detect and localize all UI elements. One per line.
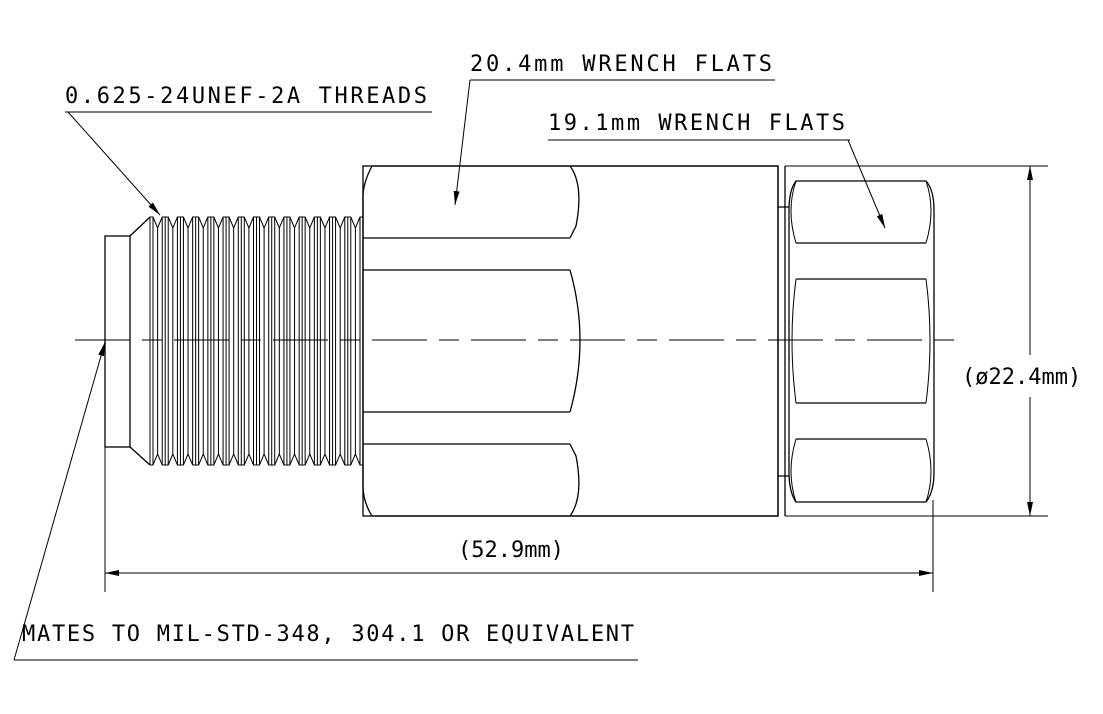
mating-face	[104, 235, 131, 448]
thread-chamfer	[129, 216, 151, 466]
threads	[149, 216, 364, 466]
wrench-flats-small-callout: 19.1mm WRENCH FLATS	[548, 111, 886, 229]
length-label: (52.9mm)	[458, 538, 564, 563]
length-dimension: (52.9mm)	[104, 345, 934, 592]
mates-to-label: MATES TO MIL-STD-348, 304.1 OR EQUIVALEN…	[22, 622, 634, 647]
main-hex-body	[362, 165, 779, 517]
coupling-nut	[788, 180, 935, 503]
wrench-flats-large-label: 20.4mm WRENCH FLATS	[470, 52, 772, 77]
body-step	[778, 166, 789, 516]
threads-label: 0.625-24UNEF-2A THREADS	[65, 84, 427, 109]
wrench-flats-small-label: 19.1mm WRENCH FLATS	[548, 111, 845, 136]
threads-callout: 0.625-24UNEF-2A THREADS	[65, 84, 432, 216]
diameter-label: (ø22.4mm)	[962, 365, 1081, 390]
mates-to-callout: MATES TO MIL-STD-348, 304.1 OR EQUIVALEN…	[13, 341, 638, 661]
thread-profile	[149, 217, 364, 465]
wrench-flats-large-callout: 20.4mm WRENCH FLATS	[453, 52, 775, 206]
diameter-dimension: (ø22.4mm)	[785, 165, 1081, 517]
